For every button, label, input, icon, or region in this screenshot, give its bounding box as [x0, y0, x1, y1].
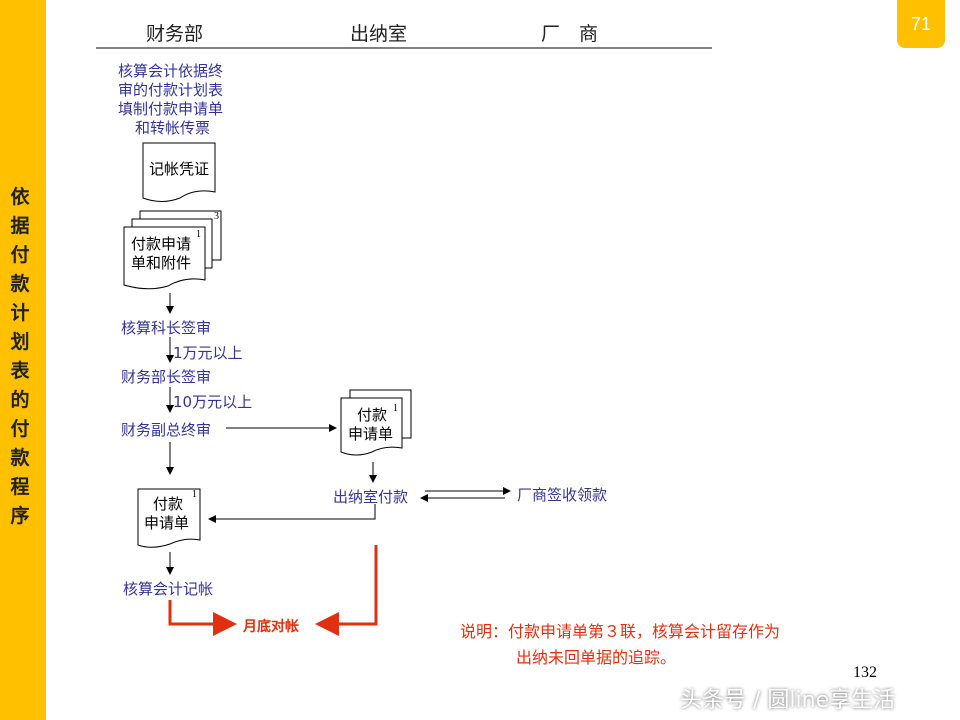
step-record: 核算会计记帐 — [123, 580, 214, 598]
cashier-doc-label: 申请单 — [348, 425, 394, 443]
month-end-reconcile: 月底对帐 — [243, 619, 299, 635]
lane-finance: 财务部 — [146, 23, 204, 45]
note-line: 说明：付款申请单第３联，核算会计留存作为 — [460, 622, 781, 641]
condition-2: 10万元以上 — [173, 393, 253, 411]
lane-vendor: 厂 商 — [541, 23, 599, 45]
request-doc-label: 付款申请 — [131, 235, 192, 253]
cashier-pay: 出纳室付款 — [333, 488, 409, 506]
voucher-doc — [142, 142, 216, 202]
copy-number: 1 — [393, 403, 398, 414]
voucher-label: 记帐凭证 — [149, 160, 210, 178]
copy-number: 1 — [192, 489, 197, 500]
intro-line: 核算会计依据终 — [118, 62, 224, 80]
intro-line: 和转帐传票 — [135, 119, 211, 137]
copy-number: 3 — [214, 211, 219, 222]
slide-number-badge: 71 — [897, 0, 945, 48]
condition-1: 1万元以上 — [173, 344, 243, 362]
note-line: 出纳未回单据的追踪。 — [516, 648, 677, 667]
step-dept-head: 财务部长签审 — [121, 368, 212, 386]
note: 说明：付款申请单第３联，核算会计留存作为 出纳未回单据的追踪。 — [460, 619, 780, 671]
intro-text: 核算会计依据终 审的付款计划表 填制付款申请单 和转帐传票 — [118, 62, 223, 138]
sidebar: 依据付款计划表的付款程序 — [0, 0, 46, 720]
request-doc-label: 单和附件 — [131, 254, 192, 272]
return-doc-label: 申请单 — [144, 514, 190, 532]
cashier-doc-label: 付款 — [357, 406, 388, 424]
sidebar-title: 依据付款计划表的付款程序 — [10, 186, 30, 527]
lane-cashier: 出纳室 — [350, 23, 408, 45]
intro-line: 审的付款计划表 — [118, 81, 224, 99]
page-number: 132 — [853, 664, 877, 681]
copy-number: 1 — [196, 229, 201, 240]
vendor-receipt: 厂商签收领款 — [517, 486, 608, 504]
return-doc-label: 付款 — [153, 495, 184, 513]
step-vp: 财务副总终审 — [121, 421, 212, 439]
intro-line: 填制付款申请单 — [118, 100, 224, 118]
watermark: 头条号 / 圆line享生活 — [680, 688, 896, 713]
step-section-chief: 核算科长签审 — [121, 319, 212, 337]
